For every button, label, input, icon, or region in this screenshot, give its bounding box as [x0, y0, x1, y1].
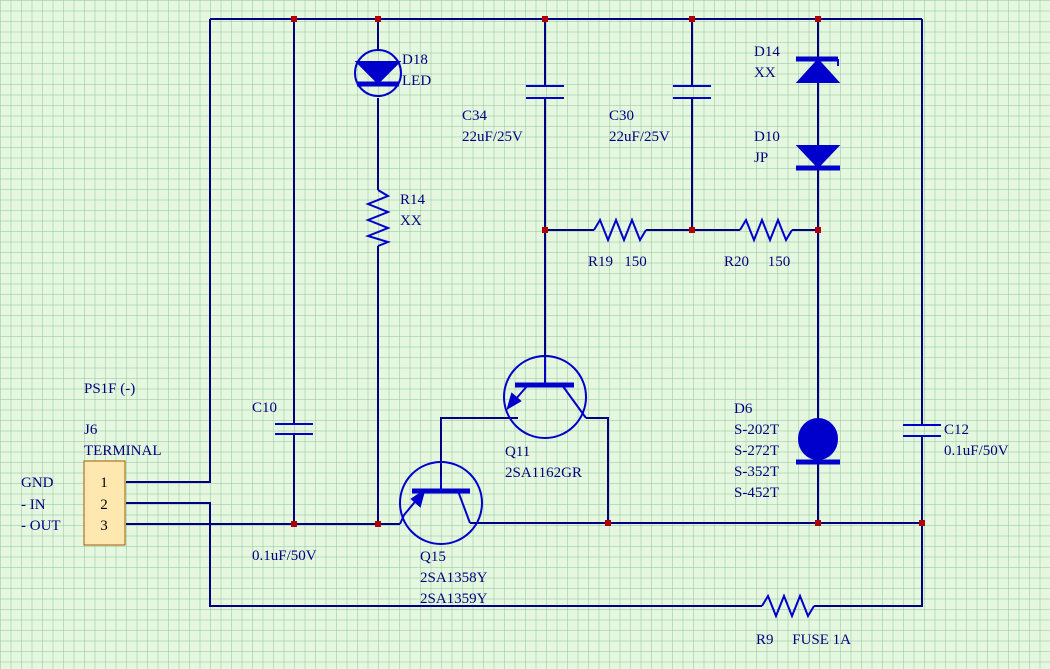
zener-diode-d14: [795, 56, 841, 83]
c12-value-label: 0.1uF/50V: [944, 443, 1009, 459]
d10-ref-label: D10: [754, 129, 780, 145]
diode-d10: [795, 145, 841, 171]
q11-collector-wire: [586, 417, 609, 523]
junction-dot: [375, 521, 381, 527]
transistor-q15: [399, 461, 483, 545]
c12-ref-label: C12: [944, 422, 969, 438]
in-wire: [126, 502, 762, 607]
q11-q15-wire: [440, 417, 518, 476]
junction-dot: [815, 227, 821, 233]
c34-value-label: 22uF/25V: [462, 129, 523, 145]
led-d18: [354, 49, 402, 97]
d6-value-label-2: S-272T: [734, 443, 779, 459]
c30-ref-label: C30: [609, 108, 634, 124]
ps1f-label: PS1F (-): [84, 381, 135, 397]
transistor-q11: [503, 355, 587, 439]
resistor-r9: [761, 593, 815, 619]
right-rail-wire: [814, 19, 923, 607]
device-d6: [796, 418, 840, 465]
c10-ref-label: C10: [252, 400, 277, 416]
pin-1-label: 1: [100, 475, 108, 491]
r20-label: R20 150: [724, 254, 790, 270]
q11-value-label: 2SA1162GR: [505, 465, 582, 481]
d18-ref-label: D18: [402, 52, 428, 68]
pin-2-label: 2: [100, 497, 108, 513]
pin-3-label: 3: [100, 518, 108, 534]
r14-ref-label: R14: [400, 192, 426, 208]
d6-ref-label: D6: [734, 401, 753, 417]
junction-dot: [542, 16, 548, 22]
d10-value-label: JP: [754, 150, 768, 166]
j6-value-label: TERMINAL: [84, 443, 162, 459]
junction-dot: [291, 16, 297, 22]
junction-dot: [689, 16, 695, 22]
junction-dot: [815, 520, 821, 526]
capacitor-c34: [526, 85, 564, 99]
r14-value-label: XX: [400, 213, 422, 229]
c30-value-label: 22uF/25V: [609, 129, 670, 145]
d6-value-label-3: S-352T: [734, 464, 779, 480]
connector-j6: 1 2 3: [83, 460, 126, 546]
d14-value-label: XX: [754, 65, 776, 81]
resistor-r14: [364, 189, 392, 247]
connector-body: [83, 460, 126, 546]
junction-dot: [605, 520, 611, 526]
out-rail-wire: [126, 522, 922, 525]
labels: D18 LED R14 XX C34 22uF/25V C30 22uF/25V…: [21, 44, 1009, 648]
c10-value-label: 0.1uF/50V: [252, 548, 317, 564]
d6-value-label-1: S-202T: [734, 422, 779, 438]
q15-ref-label: Q15: [420, 549, 446, 565]
resistor-r20: [739, 217, 793, 243]
wires: [126, 18, 923, 607]
junction-dot: [291, 521, 297, 527]
out-label: - OUT: [21, 518, 61, 534]
q15-value-label-2: 2SA1359Y: [420, 591, 488, 607]
capacitor-c30: [673, 85, 711, 99]
in-label: - IN: [21, 497, 46, 513]
junctions: [291, 16, 925, 527]
capacitor-c10: [275, 423, 313, 435]
junction-dot: [815, 16, 821, 22]
capacitor-c12: [903, 424, 941, 437]
junction-dot: [919, 520, 925, 526]
r19-label: R19 150: [588, 254, 647, 270]
d6-value-label-4: S-452T: [734, 485, 779, 501]
gnd-label: GND: [21, 475, 54, 491]
d14-ref-label: D14: [754, 44, 780, 60]
junction-dot: [542, 227, 548, 233]
resistor-r19: [593, 217, 647, 243]
c34-ref-label: C34: [462, 108, 488, 124]
gnd-wire: [126, 19, 211, 483]
r9-label: R9 FUSE 1A: [756, 632, 851, 648]
q11-ref-label: Q11: [505, 444, 530, 460]
q15-value-label-1: 2SA1358Y: [420, 570, 488, 586]
junction-dot: [375, 16, 381, 22]
d18-value-label: LED: [402, 73, 431, 89]
junction-dot: [689, 227, 695, 233]
j6-ref-label: J6: [84, 422, 98, 438]
